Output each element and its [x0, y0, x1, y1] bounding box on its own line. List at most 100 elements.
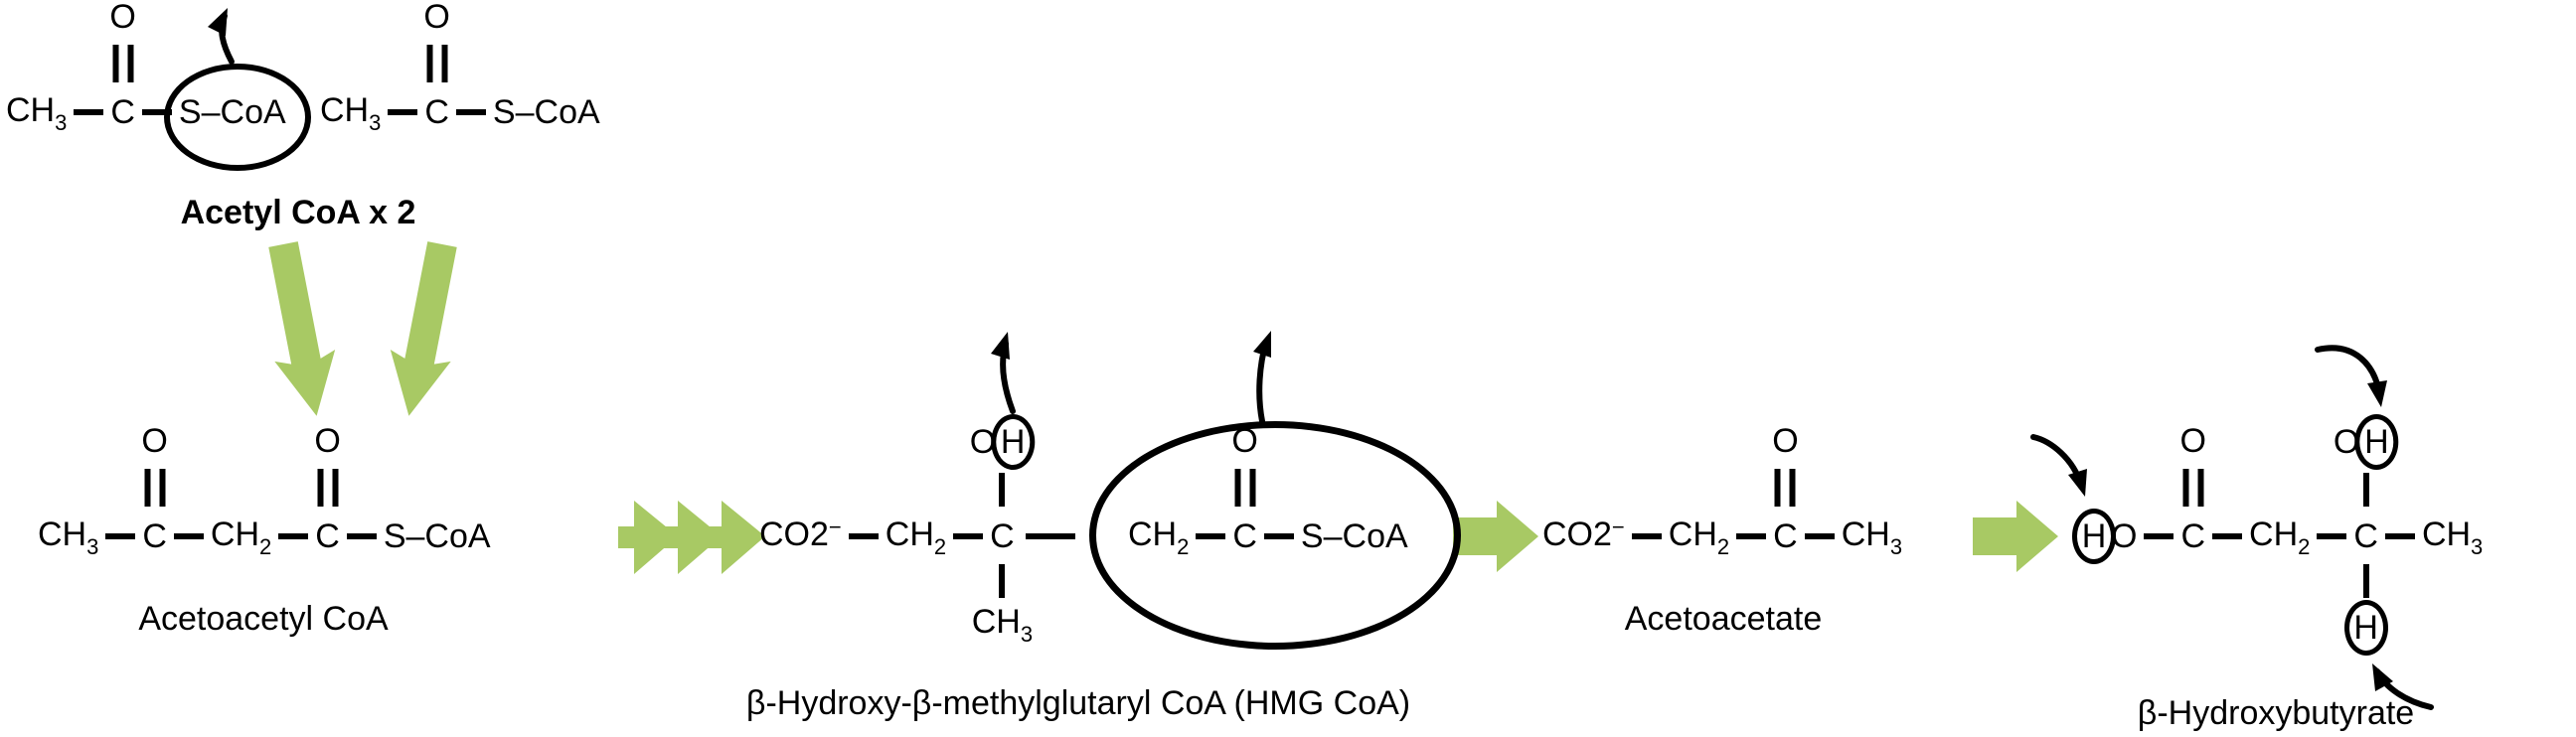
curved-arrow-hmg-scoa [1253, 331, 1271, 424]
single-bond [278, 533, 309, 539]
atom-o: O [109, 0, 136, 36]
vertical-bond [999, 564, 1006, 598]
atom-ch: CH [210, 516, 260, 553]
label-acetoacetate: Acetoacetate [1624, 600, 1823, 638]
subscript-3: 3 [55, 110, 68, 135]
hydroxyl-group: O H [2334, 413, 2399, 471]
subscript-3: 3 [2471, 534, 2484, 559]
circled-h-atom: H [2343, 600, 2388, 656]
atom-c: C [1232, 517, 1257, 555]
double-bond [2182, 469, 2204, 507]
single-bond [74, 109, 104, 115]
single-bond [1196, 533, 1226, 539]
single-bond [141, 109, 172, 115]
carbonyl-carbon: C O [314, 422, 340, 556]
atom-ch: CH [2249, 516, 2299, 553]
double-bond [317, 469, 339, 507]
subscript-2: 2 [1716, 534, 1730, 559]
curved-arrow-bhb-ho [2030, 434, 2087, 497]
subscript-2: 2 [259, 534, 272, 559]
double-bond [1234, 469, 1256, 507]
methyl-group: CH3 [971, 602, 1034, 647]
molecule-acetoacetate: CO2− CH2 C O CH3 [1542, 422, 1903, 560]
circled-h-atom: H [2354, 414, 2399, 470]
atom-ch2: CH2 [1669, 515, 1730, 559]
subscript-3: 3 [1889, 534, 1903, 559]
double-bond [112, 45, 134, 82]
atom-ch: CH [1128, 516, 1178, 553]
chevron-arrow-3 [706, 501, 765, 574]
label-hmg-coa: β-Hydroxy-β-methylglutaryl CoA (HMG CoA) [745, 684, 1411, 722]
subscript-2: 2 [1177, 534, 1190, 559]
carbonyl-carbon: C O [423, 0, 449, 132]
single-bond [1631, 533, 1662, 539]
carboxylate-group: CO2− [1542, 515, 1625, 558]
atom-ch: CH [885, 516, 934, 553]
s-coa-highlight-ellipse [164, 64, 311, 171]
atom-co2: CO2 [759, 516, 829, 553]
molecule-acetoacetyl-coa: CH3 C O CH2 C O S–CoA [38, 422, 491, 560]
subscript-2: 2 [933, 534, 947, 559]
atom-ch: CH [1841, 516, 1890, 553]
atom-s-coa: S–CoA [383, 517, 491, 555]
atom-c: C [1773, 517, 1798, 555]
curved-arrow-bhb-oh-top [2315, 345, 2387, 407]
double-bond [1774, 469, 1796, 507]
atom-o: O [1231, 422, 1258, 460]
carboxylate-group: CO2− [759, 515, 842, 558]
atom-o: O [141, 422, 168, 460]
green-down-arrow-left [268, 241, 336, 416]
double-bond [144, 469, 166, 507]
vertical-bond [999, 473, 1006, 507]
atom-ch: CH [971, 603, 1021, 641]
curved-arrow-scoa-release [208, 8, 235, 65]
atom-c: C [2180, 517, 2206, 555]
added-hydrogen: H [2343, 600, 2388, 656]
subscript-3: 3 [1020, 622, 1034, 647]
single-bond [2317, 533, 2347, 539]
molecule-hmg-coa-thioester: CH2 C O S–CoA [1128, 422, 1408, 560]
superscript-minus: − [1611, 515, 1625, 539]
carbonyl-carbon: C O [109, 0, 135, 132]
single-bond [1736, 533, 1767, 539]
atom-ch: CH [38, 516, 87, 553]
subscript-2: 2 [2298, 534, 2311, 559]
vertical-bond [2362, 564, 2369, 598]
curved-arrow-hmg-oh [991, 332, 1016, 414]
chevron-arrows [618, 501, 765, 574]
reaction-arrow-to-bhb [1973, 501, 2058, 572]
atom-c: C [990, 517, 1015, 555]
single-bond [848, 533, 879, 539]
atom-o: O [423, 0, 450, 36]
atom-ch2: CH2 [2249, 515, 2311, 559]
atom-s-coa: S–CoA [1300, 517, 1408, 555]
label-acetoacetyl-coa: Acetoacetyl CoA [138, 600, 389, 638]
single-bond [1804, 533, 1835, 539]
carbinol-carbon: C O H H [2334, 414, 2399, 656]
molecule-hmg-coa-left: CO2− CH2 C O H CH3 [759, 414, 1036, 647]
atom-co2: CO2 [1542, 516, 1612, 553]
atom-ch2: CH2 [210, 515, 272, 559]
reaction-arrow-to-acetoacetate [1453, 501, 1538, 572]
vertical-bond [2362, 473, 2369, 507]
circled-h-atom: H [2072, 509, 2116, 564]
atom-c: C [142, 517, 167, 555]
single-bond [455, 109, 486, 115]
atom-ch3: CH3 [320, 90, 381, 135]
single-bond [346, 533, 377, 539]
carbonyl-carbon: C O [1231, 422, 1257, 556]
molecule-beta-hydroxybutyrate: H O C O CH2 C O H H CH3 [2072, 414, 2484, 656]
atom-ch3: CH3 [38, 515, 98, 559]
circled-h-atom: H [991, 414, 1036, 470]
hydroxyl-group: O H [970, 413, 1036, 471]
atom-ch2: CH2 [885, 515, 947, 559]
single-bond [2144, 533, 2174, 539]
double-bond [426, 45, 448, 82]
atom-o: O [314, 422, 341, 460]
atom-c: C [315, 517, 340, 555]
atom-o: O [1772, 422, 1799, 460]
atom-c: C [424, 93, 449, 131]
atom-ch3: CH3 [1841, 515, 1903, 559]
chevron-arrow-1 [618, 501, 678, 574]
atom-ch3: CH3 [2422, 515, 2484, 559]
